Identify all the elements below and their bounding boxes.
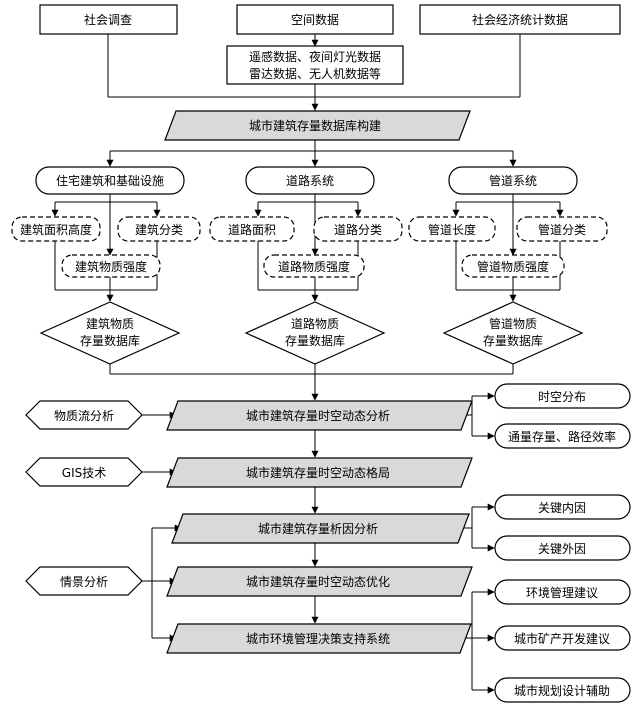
step-optimization: 城市建筑存量时空动态优化 [166,566,473,597]
system-pipe: 管道系统 [448,166,578,195]
output-flux-label: 通量存量、路径效率 [508,429,616,444]
housing-db-line1: 建筑物质 [86,316,134,331]
method-scenario: 情景分析 [25,566,143,596]
system-road: 道路系统 [245,166,375,195]
source-spatial-data: 空间数据 [236,4,394,35]
output-distribution: 时空分布 [494,383,631,409]
output-key-internal-label: 关键内因 [538,501,586,515]
housing-intensity-label: 建筑物质强度 [75,259,147,274]
spatial-detail-line2: 雷达数据、无人机数据等 [249,66,381,81]
pipe-intensity-label: 管道物质强度 [477,259,549,274]
output-planning: 城市规划设计辅助 [494,677,631,703]
output-flux: 通量存量、路径效率 [494,423,631,449]
road-intensity-label: 道路物质强度 [278,259,350,274]
system-road-label: 道路系统 [286,173,334,188]
output-key-external: 关键外因 [494,535,631,561]
method-mfa: 物质流分析 [25,400,143,430]
step-spatiotemporal-pattern: 城市建筑存量时空动态格局 [166,457,473,488]
output-env-management-label: 环境管理建议 [526,585,598,600]
pipe-db-line2: 存量数据库 [483,333,543,348]
method-scenario-label: 情景分析 [60,575,108,589]
pipe-database: 管道物质 存量数据库 [442,301,584,365]
pipe-db-line1: 管道物质 [489,316,537,331]
step-spatiotemporal-pattern-label: 城市建筑存量时空动态格局 [246,465,390,480]
output-distribution-label: 时空分布 [538,390,586,404]
method-gis: GIS技术 [25,457,143,487]
road-database: 道路物质 存量数据库 [244,301,386,365]
output-key-internal: 关键内因 [494,494,631,520]
step-decision-support: 城市环境管理决策支持系统 [166,623,472,654]
road-db-line2: 存量数据库 [285,333,345,348]
source-social-survey: 社会调查 [39,4,178,35]
pipe-attr-right-label: 管道分类 [538,222,586,237]
source-socioeconomic-stats: 社会经济统计数据 [419,4,621,35]
step-attribution: 城市建筑存量析因分析 [171,513,470,544]
output-env-management: 环境管理建议 [494,579,631,605]
output-planning-label: 城市规划设计辅助 [514,683,610,698]
step-optimization-label: 城市建筑存量时空动态优化 [246,574,390,589]
spatial-detail-box: 遥感数据、夜间灯光数据 雷达数据、无人机数据等 [226,45,404,85]
road-attr-right-label: 道路分类 [334,222,382,237]
pipe-attributes [408,216,608,278]
source-socioeconomic-stats-label: 社会经济统计数据 [472,12,568,27]
road-attr-left-label: 道路面积 [228,222,276,237]
housing-db-line2: 存量数据库 [80,333,140,348]
housing-database: 建筑物质 存量数据库 [39,301,181,365]
spatial-detail-line1: 遥感数据、夜间灯光数据 [249,49,381,64]
output-mining-label: 城市矿产开发建议 [514,631,610,646]
step-spatiotemporal-analysis-label: 城市建筑存量时空动态分析 [246,408,390,423]
housing-attr-right-label: 建筑分类 [135,222,183,237]
housing-attr-left-label: 建筑面积高度 [20,222,92,237]
pipe-attr-left-label: 管道长度 [428,222,476,237]
step-attribution-label: 城市建筑存量析因分析 [258,521,378,536]
system-housing: 住宅建筑和基础设施 [35,166,185,195]
system-housing-label: 住宅建筑和基础设施 [56,173,164,188]
source-social-survey-label: 社会调查 [84,12,132,27]
database-build-label: 城市建筑存量数据库构建 [249,118,381,133]
output-mining: 城市矿产开发建议 [494,625,631,651]
housing-attributes [11,216,201,278]
method-mfa-label: 物质流分析 [54,409,114,423]
method-gis-label: GIS技术 [62,466,106,480]
output-key-external-label: 关键外因 [538,542,586,556]
road-attributes [209,216,403,278]
step-decision-support-label: 城市环境管理决策支持系统 [246,631,390,646]
step-spatiotemporal-analysis: 城市建筑存量时空动态分析 [166,400,473,431]
source-spatial-data-label: 空间数据 [291,12,339,27]
database-build-step: 城市建筑存量数据库构建 [164,110,471,141]
road-db-line1: 道路物质 [291,316,339,331]
system-pipe-label: 管道系统 [489,173,537,188]
